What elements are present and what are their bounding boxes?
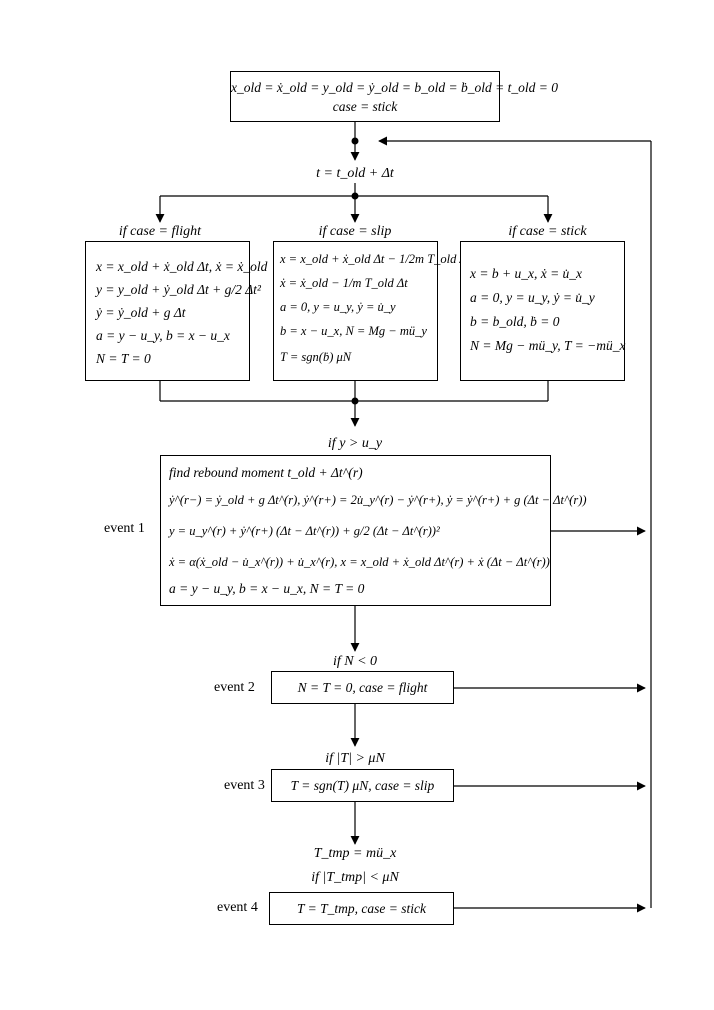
init-line-1: x_old = ẋ_old = y_old = ẏ_old = b_old = … (231, 80, 558, 95)
junction-split (351, 192, 359, 200)
junction-merge (351, 397, 359, 405)
time-step-label: t = t_old + Δt (316, 166, 394, 181)
condition-flight: if case = flight (118, 224, 202, 239)
event4-condition: if |T_tmp| < μN (311, 870, 399, 885)
junction-loop (351, 137, 359, 145)
stick-box: x = b + u_x, ẋ = u̇_x a = 0, y = u_y, ẏ … (460, 241, 625, 381)
init-line-2: case = stick (332, 99, 398, 114)
condition-stick: if case = stick (508, 224, 587, 239)
flight-box: x = x_old + ẋ_old Δt, ẋ = ẋ_old y = y_ol… (85, 241, 267, 381)
init-box: x_old = ẋ_old = y_old = ẏ_old = b_old = … (230, 71, 558, 122)
event3-condition: if |T| > μN (325, 751, 385, 766)
event4-tmp-def: T_tmp = mü_x (313, 846, 397, 861)
event2-box: N = T = 0, case = flight (271, 671, 454, 704)
event2-label: event 2 (214, 680, 255, 695)
event3-label: event 3 (224, 778, 265, 793)
slip-box: x = x_old + ẋ_old Δt − 1/2m T_old Δt² ẋ … (273, 241, 474, 381)
event3-box: T = sgn(T) μN, case = slip (271, 769, 454, 802)
event1-condition: if y > u_y (327, 436, 383, 451)
condition-slip: if case = slip (318, 224, 392, 239)
event4-label: event 4 (217, 900, 258, 915)
event1-label: event 1 (104, 521, 145, 536)
event1-box: find rebound moment t_old + Δt^(r) ẏ^(r−… (160, 455, 587, 606)
event2-condition: if N < 0 (332, 654, 378, 669)
event4-box: T = T_tmp, case = stick (269, 892, 454, 925)
